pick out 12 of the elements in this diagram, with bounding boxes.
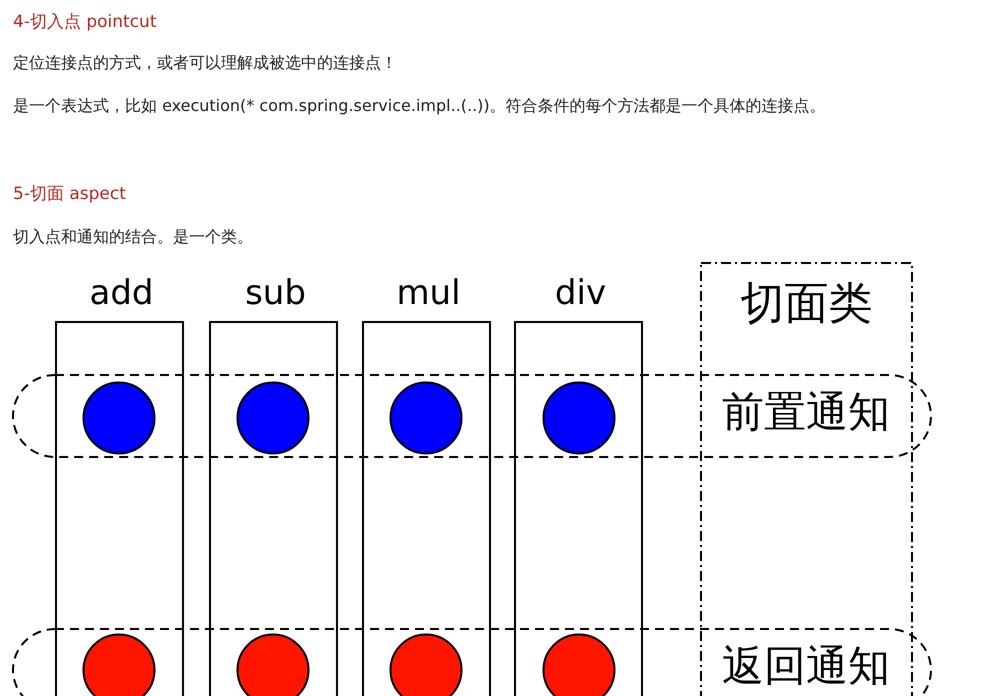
paragraph: 定位连接点的方式，或者可以理解成被选中的连接点！: [13, 53, 397, 74]
method-name: div: [554, 273, 608, 313]
advice-name: 返回通知: [722, 640, 890, 692]
method-name: sub: [244, 273, 307, 313]
section-heading: 5-切面 aspect: [13, 183, 126, 205]
advice-name: 前置通知: [722, 386, 890, 438]
method-name: mul: [395, 273, 462, 313]
method-name: add: [88, 273, 154, 313]
section-heading: 4-切入点 pointcut: [13, 11, 156, 33]
paragraph: 切入点和通知的结合。是一个类。: [13, 227, 253, 248]
paragraph: 是一个表达式，比如 execution(* com.spring.service.impl..(..))。符合条件的每个方法都是一个具体的连接点。: [13, 96, 826, 117]
aspect-class-title: 切面类: [740, 277, 874, 331]
